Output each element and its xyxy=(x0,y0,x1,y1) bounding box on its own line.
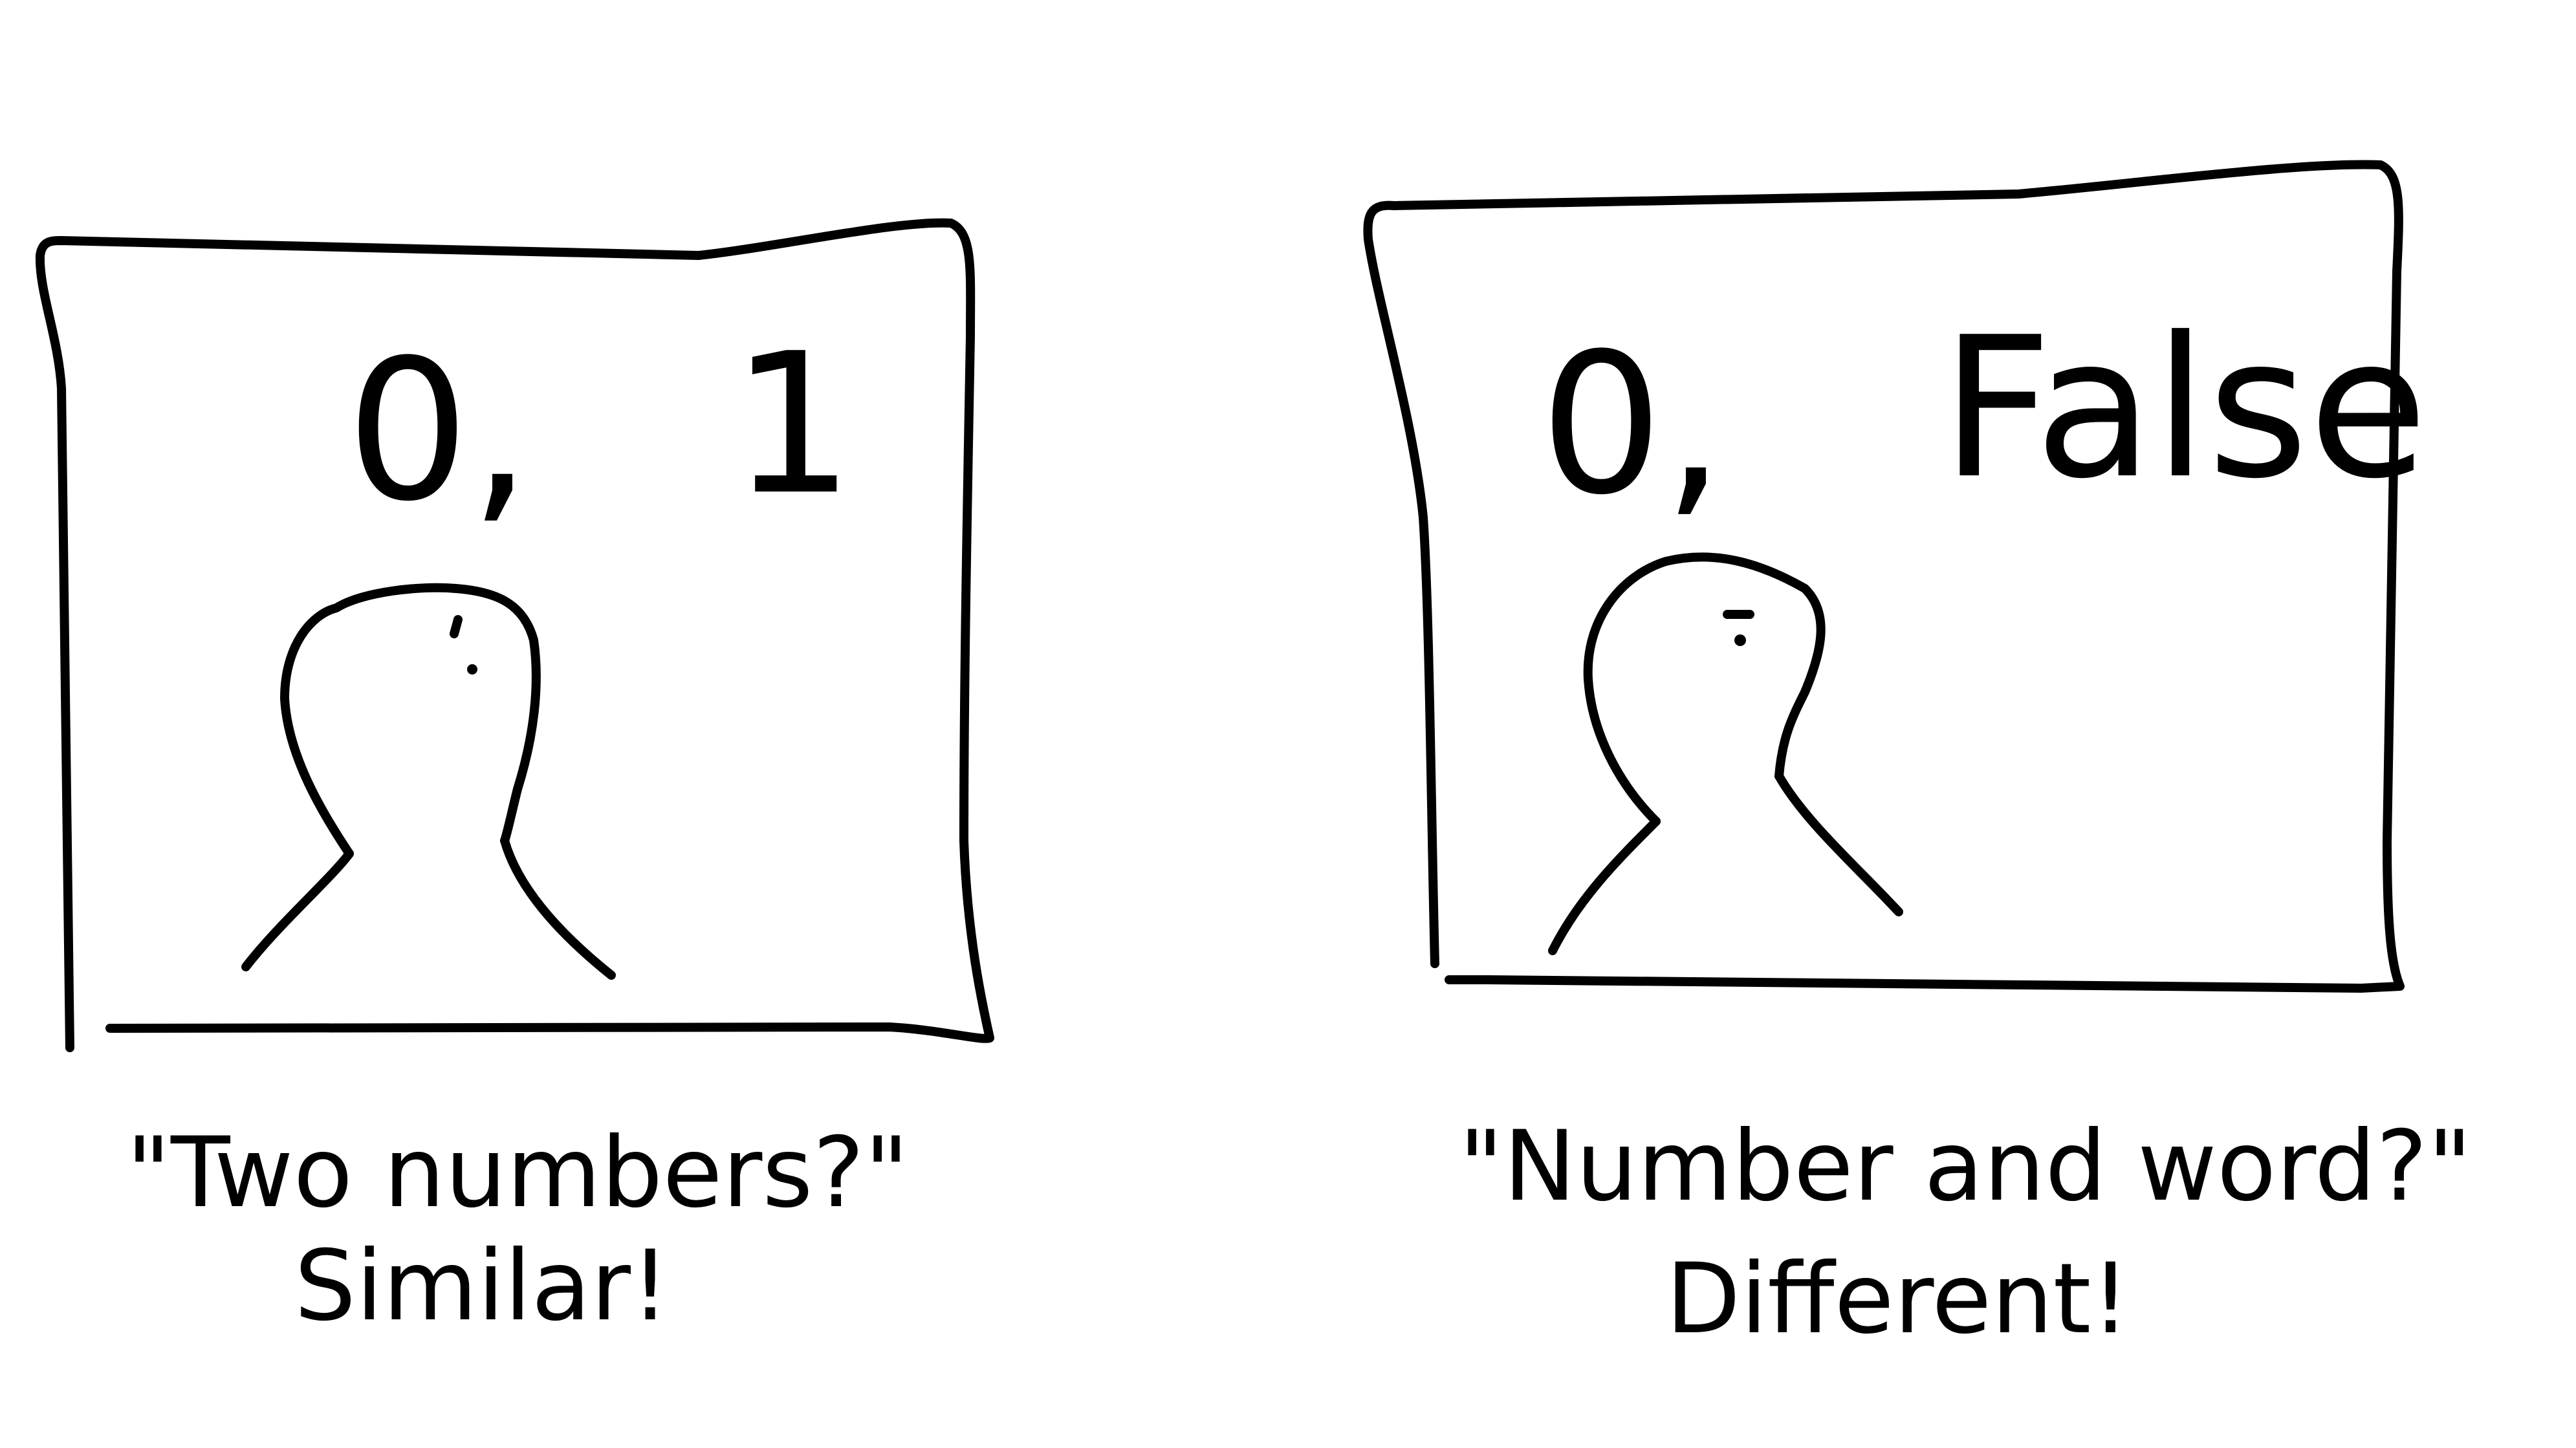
left-caption-verdict: Similar! xyxy=(294,1230,670,1343)
panel-right: 0, False "Number and word?" Different! xyxy=(1363,160,2472,1356)
left-figure-head xyxy=(280,583,541,858)
right-figure-right-arm xyxy=(1774,772,1903,916)
right-caption-verdict: Different! xyxy=(1666,1243,2130,1356)
right-figure-head xyxy=(1583,552,1826,826)
panel-left: 0, 1 "Two numbers?" Similar! xyxy=(35,218,994,1343)
left-figure-eye xyxy=(467,664,477,675)
right-figure-left-arm xyxy=(1548,817,1661,955)
right-figure-eye xyxy=(1734,634,1746,646)
left-figure-eye-mark xyxy=(450,615,463,638)
right-board-first-value: 0, xyxy=(1540,312,1725,537)
right-board-frame xyxy=(1363,160,2405,993)
left-board-first-value: 0, xyxy=(346,318,531,544)
left-figure-right-arm xyxy=(500,836,616,980)
left-caption-question: "Two numbers?" xyxy=(126,1117,909,1229)
right-figure xyxy=(1548,552,1903,955)
right-caption-question: "Number and word?" xyxy=(1459,1110,2472,1223)
left-figure xyxy=(241,583,616,980)
right-board-second-value: False xyxy=(1941,296,2428,521)
left-figure-left-arm xyxy=(241,849,354,971)
left-board-frame xyxy=(35,218,994,1052)
left-board-second-value: 1 xyxy=(731,312,855,537)
